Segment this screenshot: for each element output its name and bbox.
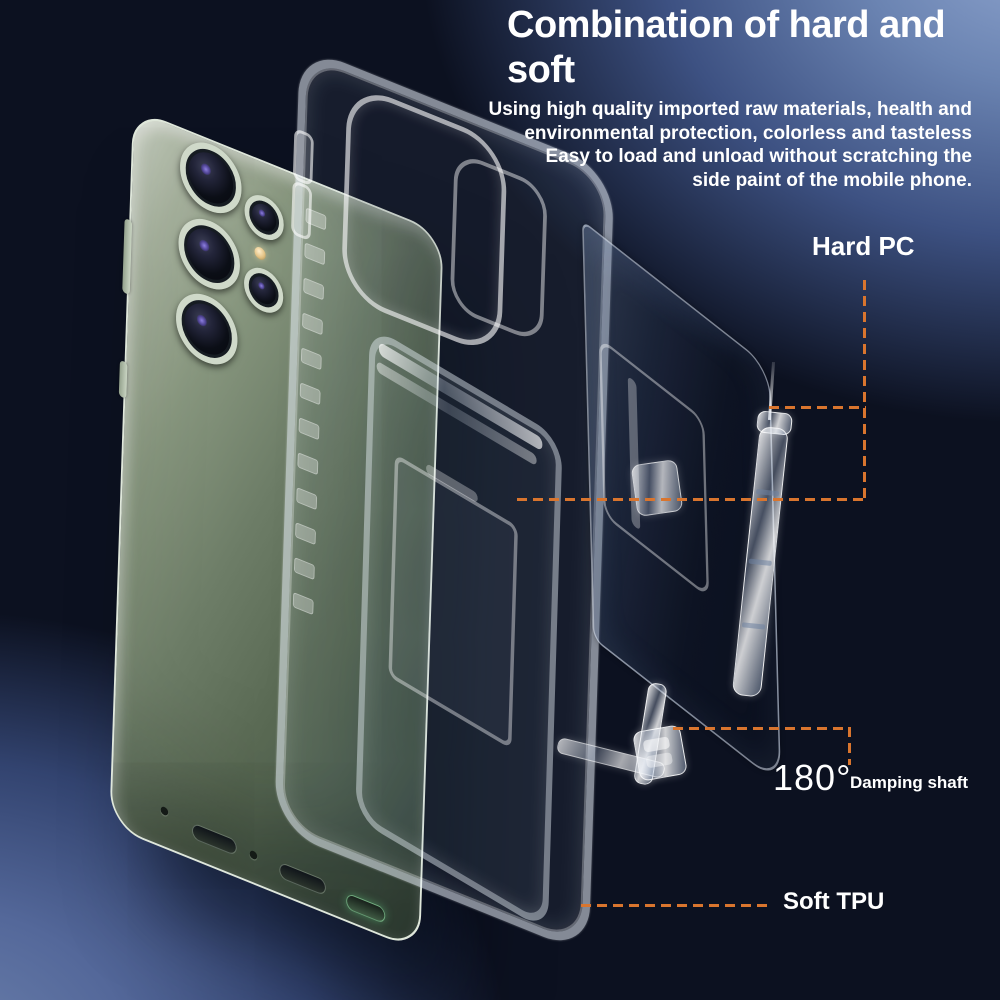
description-line: Easy to load and unload without scratchi… [545, 146, 972, 167]
grip-tick [298, 417, 320, 441]
hard-pc-callout-line-upper [769, 406, 866, 409]
title-line-2: soft [507, 49, 575, 91]
grip-tick [301, 312, 323, 336]
hard-pc-callout-line-lower [517, 498, 866, 501]
grip-tick [304, 242, 326, 266]
grip-tick [303, 277, 325, 301]
damping-shaft-callout-line-vertical [848, 727, 851, 765]
soft-tpu-callout-line [581, 904, 773, 907]
title-line-1: Combination of hard and [507, 4, 946, 46]
volume-button [122, 218, 133, 295]
damping-shaft-callout-line [673, 727, 851, 730]
power-button [118, 359, 128, 399]
camera-flash-icon [254, 245, 266, 262]
usb-port [279, 861, 327, 897]
speaker-grille [191, 822, 237, 857]
label-rotation-angle: 180° [773, 757, 852, 798]
label-damping-shaft: Damping shaft [850, 773, 969, 792]
page-title: Combination of hard and soft [507, 3, 999, 93]
description-line: side paint of the mobile phone. [692, 169, 972, 191]
label-soft-tpu: Soft TPU [783, 888, 885, 915]
stylus-slot [345, 892, 386, 925]
grip-tick [295, 522, 317, 546]
microphone-hole [160, 805, 169, 817]
kickstand-joint [632, 724, 688, 782]
grip-tick [296, 487, 318, 511]
grip-tick [300, 347, 322, 371]
description-line: environmental protection, colorless and … [524, 122, 972, 144]
camera-lens-1-icon [179, 132, 243, 224]
grip-tick [299, 382, 321, 406]
camera-lens-4-icon [243, 188, 285, 247]
camera-lens-2-icon [177, 208, 241, 300]
grip-tick [292, 591, 314, 616]
grip-tick [293, 556, 315, 581]
camera-lens-5-icon [243, 261, 284, 320]
microphone-hole [249, 849, 258, 861]
case-volume-button-cover [292, 127, 314, 187]
description: Using high quality imported raw material… [412, 98, 972, 192]
card-pocket [388, 453, 518, 750]
description-line: Using high quality imported raw material… [488, 99, 972, 120]
camera-lens-3-icon [174, 283, 239, 375]
hinge-latch [630, 459, 684, 517]
label-hard-pc: Hard PC [812, 231, 915, 261]
grip-tick [297, 452, 319, 476]
hard-pc-callout-line-vertical [863, 280, 866, 500]
